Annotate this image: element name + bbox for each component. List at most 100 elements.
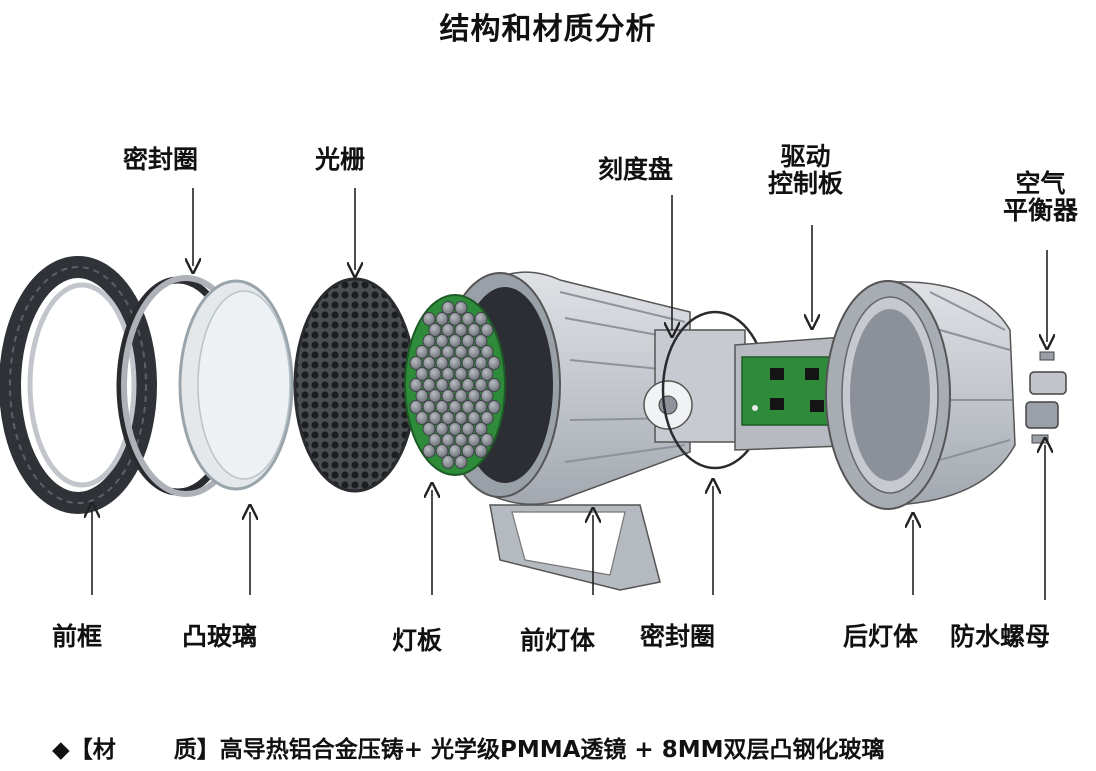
led-lens <box>422 312 436 326</box>
led-lens <box>435 444 449 458</box>
label-rear-lamp-body: 后灯体 <box>843 622 919 651</box>
led-lens <box>428 345 442 359</box>
led-lens <box>441 411 455 425</box>
led-lens <box>422 334 436 348</box>
led-lens <box>441 301 455 315</box>
label-driver-line2: 控制板 <box>768 169 844 198</box>
led-lens <box>480 411 494 425</box>
rear-lamp-body-part <box>825 280 1016 510</box>
led-lens <box>461 334 475 348</box>
led-lens <box>480 433 494 447</box>
led-lens <box>474 312 488 326</box>
label-lamp-board: 灯板 <box>392 626 443 655</box>
diamond-bullet-icon: ◆ <box>52 737 70 763</box>
led-lens <box>435 422 449 436</box>
led-lens <box>441 345 455 359</box>
led-lens <box>441 323 455 337</box>
led-lens <box>480 323 494 337</box>
led-lens <box>428 411 442 425</box>
led-lens <box>480 367 494 381</box>
led-lens <box>422 378 436 392</box>
led-lens <box>435 334 449 348</box>
dial-part <box>643 329 746 443</box>
led-lens <box>474 422 488 436</box>
label-air-line2: 平衡器 <box>1003 196 1079 225</box>
label-waterproof-nut: 防水螺母 <box>950 622 1051 651</box>
led-lens <box>448 312 462 326</box>
led-lens <box>441 455 455 469</box>
led-lens <box>454 389 468 403</box>
label-front-lamp-body: 前灯体 <box>520 626 596 655</box>
led-lens <box>409 356 423 370</box>
led-lens <box>454 433 468 447</box>
led-lens <box>428 323 442 337</box>
led-lens <box>461 444 475 458</box>
led-lens <box>448 444 462 458</box>
led-lens <box>409 378 423 392</box>
led-lens <box>480 345 494 359</box>
label-driver-line1: 驱动 <box>780 142 831 171</box>
led-lens <box>435 356 449 370</box>
led-lens <box>448 422 462 436</box>
label-seal-ring-top: 密封圈 <box>123 145 199 174</box>
callout-arrows <box>92 188 1047 600</box>
led-lens <box>487 378 501 392</box>
led-lens <box>474 334 488 348</box>
led-lens <box>461 378 475 392</box>
page-title: 结构和材质分析 <box>439 12 657 47</box>
led-lens <box>454 323 468 337</box>
led-lens <box>461 312 475 326</box>
led-lens <box>454 411 468 425</box>
led-lens <box>487 400 501 414</box>
led-lens <box>435 312 449 326</box>
led-lens <box>422 422 436 436</box>
material-bracket-open: 【材 <box>69 737 116 763</box>
label-air-balancer: 空气 平衡器 <box>1003 170 1078 224</box>
led-lens <box>415 411 429 425</box>
led-lens <box>454 301 468 315</box>
waterproof-nut-part <box>1025 351 1067 444</box>
led-lens <box>422 444 436 458</box>
led-lens <box>428 433 442 447</box>
led-lens <box>441 389 455 403</box>
led-lens <box>474 444 488 458</box>
led-lens <box>487 356 501 370</box>
label-air-line1: 空气 <box>1015 169 1066 198</box>
led-lens <box>467 323 481 337</box>
led-lens <box>435 378 449 392</box>
led-lens <box>467 433 481 447</box>
convex-glass-part <box>178 279 294 491</box>
material-bracket-close: 质】 <box>173 737 220 763</box>
led-lens <box>428 389 442 403</box>
led-lens <box>428 367 442 381</box>
led-lens <box>435 400 449 414</box>
front-frame-part <box>0 256 157 514</box>
led-lens <box>461 356 475 370</box>
led-lens <box>415 367 429 381</box>
lamp-board-part <box>404 294 506 476</box>
led-lens <box>480 389 494 403</box>
label-dial: 刻度盘 <box>598 155 674 184</box>
label-driver-board: 驱动 控制板 <box>768 143 843 197</box>
led-lens <box>467 389 481 403</box>
led-lens <box>467 367 481 381</box>
led-lens <box>454 345 468 359</box>
label-seal-ring-bottom: 密封圈 <box>640 622 716 651</box>
led-lens <box>454 367 468 381</box>
led-lens <box>441 433 455 447</box>
label-front-frame: 前框 <box>52 622 103 651</box>
led-lens <box>461 422 475 436</box>
led-lens <box>415 345 429 359</box>
grating-part <box>293 277 417 493</box>
label-grating: 光栅 <box>315 145 366 174</box>
led-lens <box>474 378 488 392</box>
material-footer: ◆【材 质】高导热铝合金压铸+ 光学级PMMA透镜 + 8MM双层凸钢化玻璃 <box>52 730 884 764</box>
label-convex-glass: 凸玻璃 <box>182 622 258 651</box>
led-lens <box>461 400 475 414</box>
led-lens <box>467 345 481 359</box>
led-lens <box>448 334 462 348</box>
led-lens <box>474 356 488 370</box>
material-description: 高导热铝合金压铸+ 光学级PMMA透镜 + 8MM双层凸钢化玻璃 <box>219 737 885 763</box>
led-lens <box>448 356 462 370</box>
